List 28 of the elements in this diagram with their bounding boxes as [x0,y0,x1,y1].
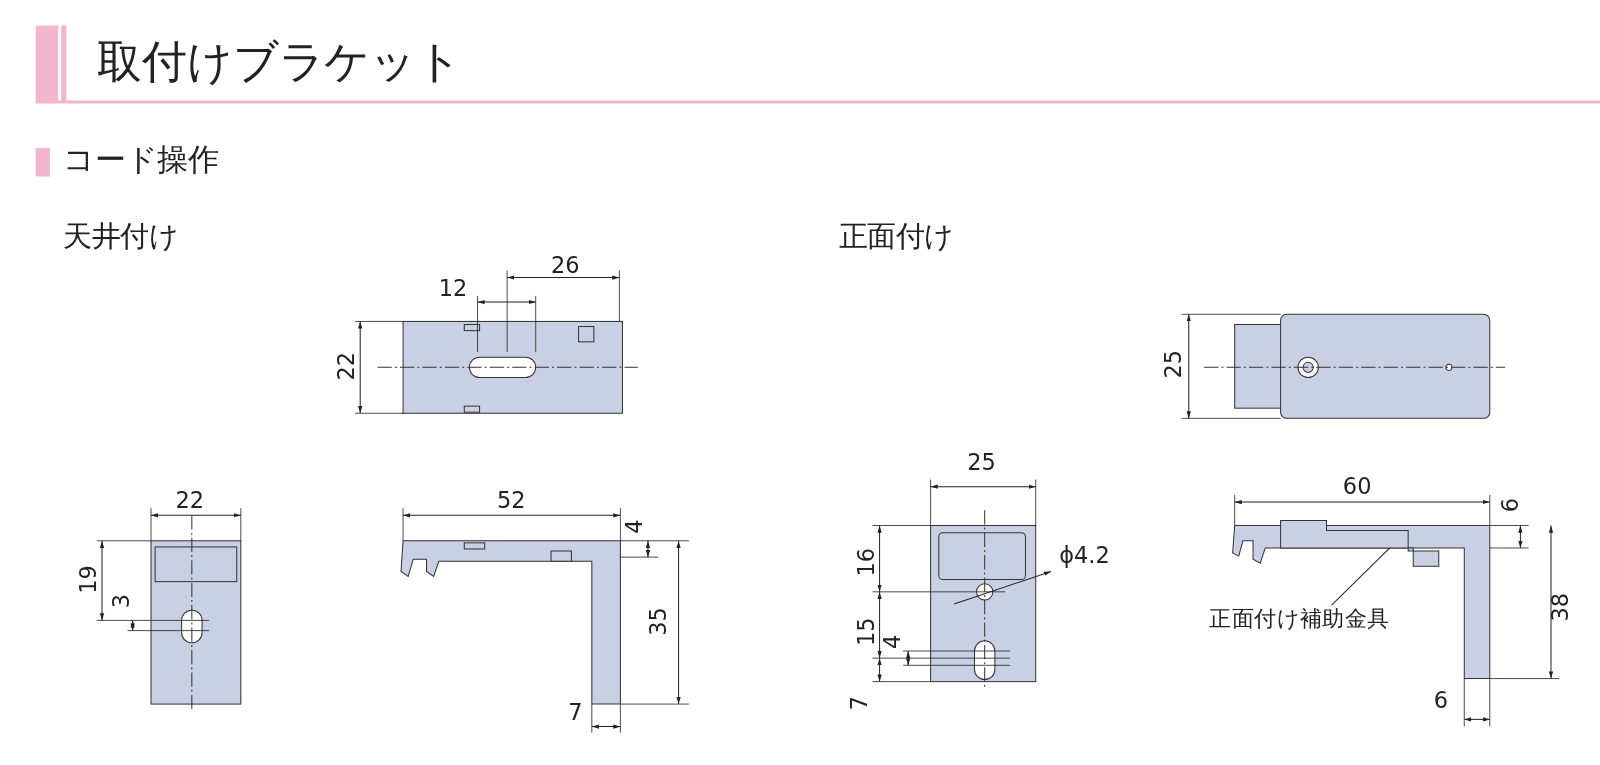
view-heading: 正面付け [838,222,955,251]
auxiliary-bracket-drawing [1280,519,1440,567]
dimension-label: 3 [110,593,133,609]
part-label: 正面付け補助金具 [1209,607,1390,630]
dimension-label: 15 [856,617,879,646]
dimension-label: 35 [647,607,671,636]
section-heading: コード操作 [63,144,219,176]
dimension-label: 4 [881,634,905,649]
dimension-label: 12 [438,277,468,300]
dimension-label: 52 [496,489,526,513]
dimension-label: 6 [1433,689,1448,713]
dimension-label: 38 [1550,592,1573,622]
view-heading: 天井付け [63,222,179,251]
dimension-label: 22 [335,352,359,381]
dimension-label: 60 [1342,475,1372,498]
dimension-label: 19 [77,565,100,594]
dimension-label: ϕ4.2 [1059,544,1110,568]
dimension-label: 25 [1162,350,1185,379]
dimension-label: 4 [623,519,646,534]
dimension-label: 7 [568,702,583,725]
dimension-label: 22 [175,489,205,513]
page-title: 取付けブラケット [96,38,463,84]
leader-line [1331,547,1391,606]
dimension-label: 16 [856,547,879,577]
dimension-label: 7 [848,695,872,711]
dimension-label: 26 [551,255,580,278]
dimension-label: 6 [1500,497,1523,513]
dimension-label: 25 [967,452,996,475]
